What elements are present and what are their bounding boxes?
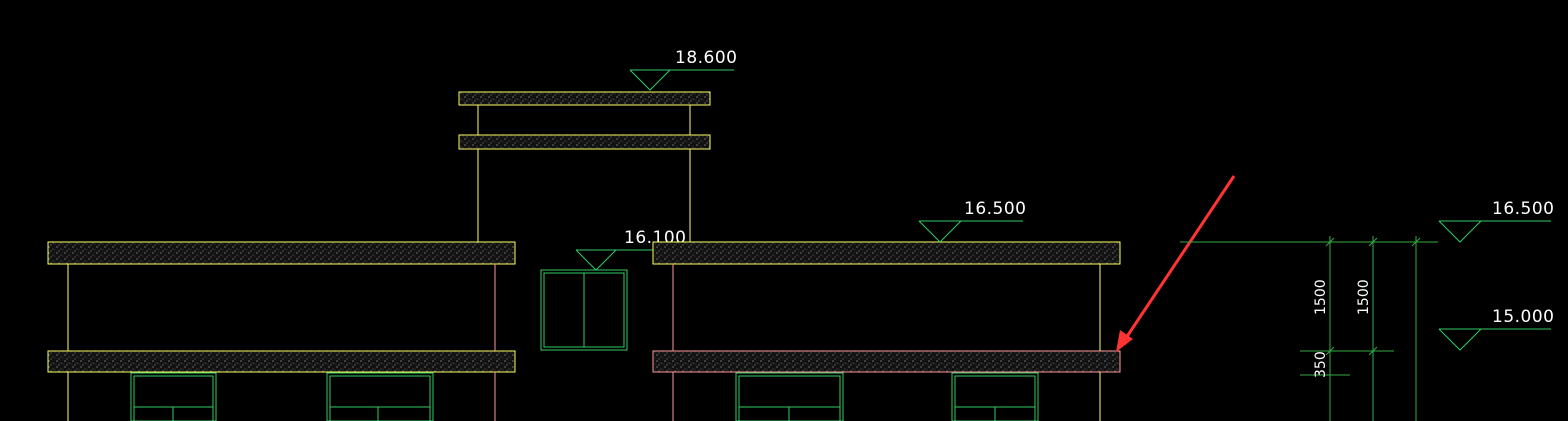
right-window-1 (735, 372, 844, 421)
right-floor-slab (652, 350, 1121, 373)
right-window-2 (951, 372, 1039, 421)
level-label-right-roof: 16.500 (964, 199, 1026, 219)
level-marker-top-roof: 18.600 (629, 48, 737, 91)
dimension-label-b: 1500 (1356, 279, 1372, 315)
level-marker-right-roof: 16.500 (918, 199, 1026, 243)
right-roof-slab (652, 241, 1121, 265)
left-floor-slab (47, 350, 516, 373)
left-roof-slab (47, 241, 516, 265)
top-tower-slab (458, 134, 711, 150)
level-label-side-upper: 16.500 (1492, 199, 1554, 219)
middle-window (540, 269, 628, 351)
left-window-1 (130, 372, 217, 421)
level-marker-side-lower: 15.000 (1438, 307, 1554, 351)
dimension-chain (1180, 236, 1438, 421)
dimension-label-a: 1500 (1313, 279, 1329, 315)
level-label-side-lower: 15.000 (1492, 307, 1554, 327)
red-arrow-annotation (1116, 175, 1236, 352)
top-roof-slab (458, 91, 711, 106)
dimension-label-c: 350 (1313, 351, 1329, 378)
level-label-top-roof: 18.600 (675, 48, 737, 68)
left-window-2 (326, 372, 434, 421)
level-marker-side-upper: 16.500 (1438, 199, 1554, 243)
